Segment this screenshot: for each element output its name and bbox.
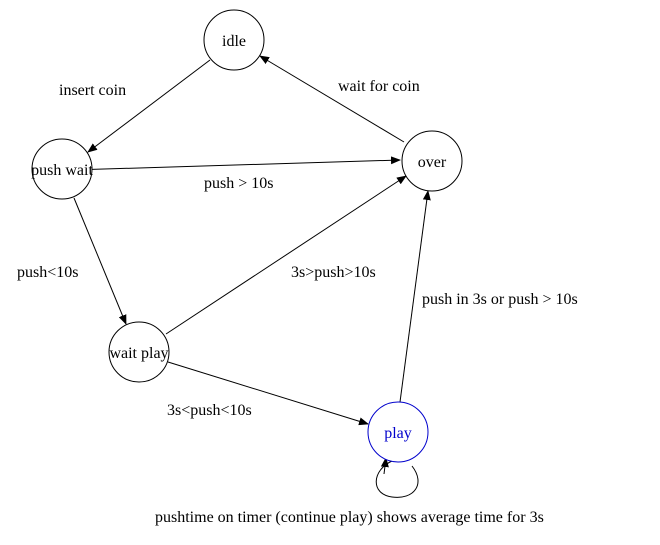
edge-label-push-in-3s: push in 3s or push > 10s	[422, 291, 578, 308]
self-loop-curve	[375, 460, 419, 498]
node-label: wait play	[109, 345, 168, 362]
node-label: over	[418, 154, 447, 171]
node-idle: idle	[203, 9, 265, 71]
node-circle	[31, 138, 93, 200]
edge-line	[259, 55, 405, 143]
edge-line	[73, 197, 127, 325]
node-circle	[203, 9, 265, 71]
edge-line	[399, 190, 431, 403]
edge-push-wait-to-wait-play	[73, 197, 127, 325]
node-circle	[401, 130, 463, 192]
edge-wait-play-to-over	[165, 175, 407, 335]
edge-wait-play-to-play	[167, 361, 369, 426]
node-label: play	[384, 425, 412, 442]
node-label: push wait	[31, 162, 93, 179]
node-over: over	[401, 130, 463, 192]
edge-label-push-under-10s: push<10s	[17, 264, 78, 281]
edge-line	[87, 59, 211, 153]
node-wait-play: wait play	[108, 321, 170, 383]
edge-line	[71, 156, 401, 171]
node-circle	[367, 401, 429, 463]
node-label: idle	[222, 33, 246, 50]
edge-label-3s-push-10s: 3s>push>10s	[291, 264, 376, 281]
edge-push-wait-to-over	[71, 156, 401, 171]
edge-label-pushtime-on-timer: pushtime on timer (continue play) shows …	[155, 509, 544, 526]
edge-play-to-over	[399, 190, 431, 403]
self-loop-arrow	[380, 457, 389, 475]
edge-play-self-loop	[375, 457, 419, 498]
edge-line	[167, 361, 369, 426]
edge-over-to-idle	[259, 55, 405, 143]
edge-line	[165, 175, 407, 335]
edge-label-push-over-10s: push > 10s	[204, 175, 273, 192]
node-push-wait: push wait	[31, 138, 93, 200]
edge-label-3s-lt-push-lt-10s: 3s<push<10s	[167, 402, 252, 419]
edge-label-wait-for-coin: wait for coin	[338, 78, 420, 95]
node-circle	[108, 321, 170, 383]
node-play: play	[367, 401, 429, 463]
edge-idle-to-push-wait	[87, 59, 211, 153]
edge-label-insert-coin: insert coin	[59, 82, 126, 99]
